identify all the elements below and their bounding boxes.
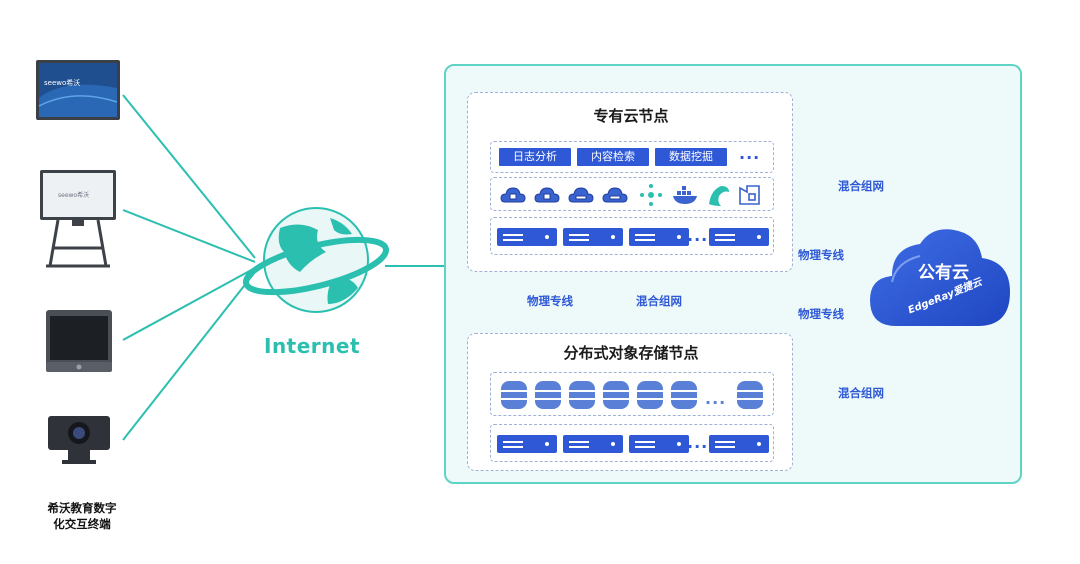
tag-log-analysis: 日志分析 <box>499 148 571 166</box>
private-servers-more: ... <box>687 226 709 245</box>
platform-icons-row <box>490 177 774 211</box>
screen-brand-2: seewo希沃 <box>58 192 90 199</box>
mysql-icon <box>709 186 729 206</box>
tag-data-mining: 数据挖掘 <box>655 148 727 166</box>
cloud-lock-icon-2 <box>534 187 560 203</box>
line-terminal-3-internet <box>122 267 256 341</box>
public-cloud: 公有云 EdgeRay爱捷云 <box>866 222 1014 336</box>
storage-server-icons <box>497 435 769 453</box>
disk-icon-2 <box>535 381 561 409</box>
storage-disks-row: ... <box>490 372 774 416</box>
server-icon-1 <box>497 228 557 246</box>
public-cloud-title: 公有云 <box>918 263 969 283</box>
storage-servers-more: ... <box>687 433 709 452</box>
label-internal-hybrid: 混合组网 <box>636 294 682 308</box>
disk-icon-5 <box>637 381 663 409</box>
terminal-caption-line1: 希沃教育数字 <box>47 501 117 515</box>
storage-node: 分布式对象存储节点 ... <box>467 333 793 471</box>
server-rack-icon <box>739 185 760 205</box>
cloud-lock-icon-1 <box>500 187 526 203</box>
line-terminal-1-internet <box>122 94 256 259</box>
panel-device-icon <box>46 310 112 372</box>
server-icon-3 <box>629 228 689 246</box>
disk-icon-3 <box>569 381 595 409</box>
storage-server-icon-2 <box>563 435 623 453</box>
smart-board-icon <box>36 60 120 120</box>
private-server-icons <box>497 228 769 246</box>
storage-servers-row: ... <box>490 424 774 462</box>
cloud-drive-icon-2 <box>602 187 628 203</box>
disk-icon-7 <box>737 381 763 409</box>
storage-server-icon-1 <box>497 435 557 453</box>
storage-server-icon-4 <box>709 435 769 453</box>
camera-device-icon <box>48 416 110 464</box>
docker-icon <box>673 186 697 204</box>
services-row: 日志分析 内容检索 数据挖掘 ... <box>490 141 774 173</box>
terminal-standing-board: seewo希沃 <box>38 168 118 272</box>
screen-brand-1: seewo希沃 <box>44 79 81 87</box>
label-internal-physical: 物理专线 <box>527 294 573 308</box>
platform-icons <box>500 184 760 206</box>
server-icon-2 <box>563 228 623 246</box>
terminal-caption: 希沃教育数字 化交互终端 <box>34 500 130 532</box>
disks-more: ... <box>705 389 727 408</box>
internet-node <box>240 200 390 324</box>
public-cloud-icon <box>870 229 1010 326</box>
label-top-hybrid: 混合组网 <box>838 179 884 193</box>
server-icon-4 <box>709 228 769 246</box>
storage-node-title: 分布式对象存储节点 <box>563 344 699 362</box>
terminal-smart-board: seewo希沃 <box>34 58 122 128</box>
disk-icon-1 <box>501 381 527 409</box>
disk-icon-6 <box>671 381 697 409</box>
private-node-title: 专有云节点 <box>593 107 669 125</box>
storage-server-icon-3 <box>629 435 689 453</box>
private-servers-row: ... <box>490 217 774 255</box>
internet-label: Internet <box>264 334 361 358</box>
terminal-panel-device <box>44 308 114 378</box>
disk-icon-4 <box>603 381 629 409</box>
terminal-camera <box>44 410 114 470</box>
globe-icon <box>242 207 390 313</box>
line-terminal-2-internet <box>122 209 256 263</box>
private-cloud-node: 专有云节点 日志分析 内容检索 数据挖掘 ... <box>467 92 793 272</box>
tag-content-search: 内容检索 <box>577 148 649 166</box>
network-icon <box>640 184 662 206</box>
standing-board-icon <box>40 170 116 268</box>
disk-icons <box>501 381 763 409</box>
cloud-drive-icon-1 <box>568 187 594 203</box>
label-bottom-physical: 物理专线 <box>798 307 844 321</box>
label-top-physical: 物理专线 <box>798 248 844 262</box>
services-more: ... <box>739 144 761 163</box>
line-terminal-4-internet <box>122 271 256 441</box>
terminal-caption-line2: 化交互终端 <box>53 517 111 531</box>
label-bottom-hybrid: 混合组网 <box>838 386 884 400</box>
